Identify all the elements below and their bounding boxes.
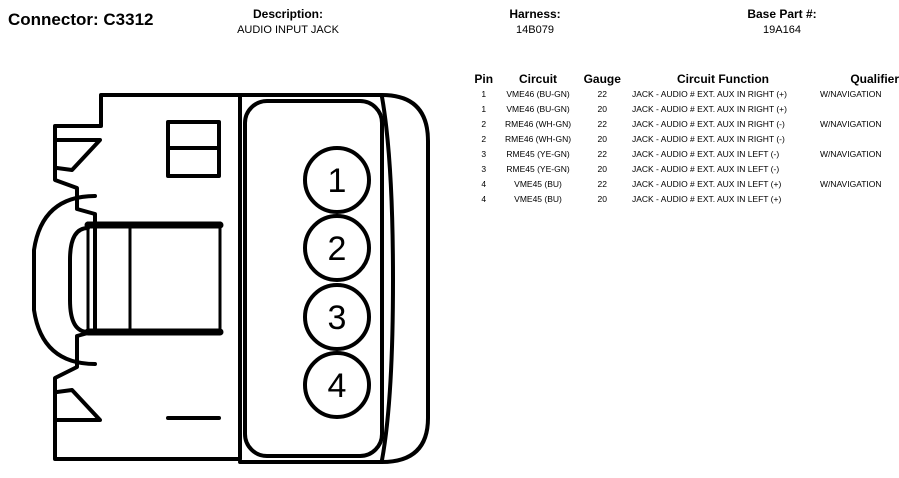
pin-table: Pin Circuit Gauge Circuit Function Quali… <box>470 72 899 207</box>
pin-4-label: 4 <box>328 367 347 405</box>
cell-circuit: VME46 (BU-GN) <box>506 104 570 114</box>
cell-function: JACK - AUDIO # EXT. AUX IN LEFT (-) <box>631 149 780 159</box>
pin-4-circle <box>303 351 371 419</box>
cell-gauge: 20 <box>597 134 607 144</box>
table-row: 2 RME46 (WH-GN) 22 JACK - AUDIO # EXT. AUX … <box>470 117 899 132</box>
header-pin: Pin <box>474 72 494 86</box>
cell-qualifier <box>820 192 899 207</box>
header-circuit: Circuit <box>519 72 558 86</box>
harness-block: Harness: 14B079 <box>475 7 595 38</box>
cell-function: JACK - AUDIO # EXT. AUX IN LEFT (-) <box>631 164 780 174</box>
cell-circuit: VME45 (BU) <box>514 194 562 204</box>
pin-3-label: 3 <box>328 299 347 337</box>
cell-gauge: 22 <box>597 119 607 129</box>
cell-qualifier <box>820 162 899 177</box>
table-row: 4 VME45 (BU) 20 JACK - AUDIO # EXT. AUX IN … <box>470 192 899 207</box>
latch-arc <box>32 194 97 366</box>
pin-2-circle <box>303 214 371 282</box>
table-row: 3 RME45 (YE-GN) 20 JACK - AUDIO # EXT. AUX … <box>470 162 899 177</box>
cell-pin: 4 <box>481 179 487 189</box>
cell-circuit: RME45 (YE-GN) <box>506 164 570 174</box>
harness-label: Harness: <box>509 7 561 21</box>
bottom-bevel <box>55 388 102 422</box>
pin-table-header-row: Pin Circuit Gauge Circuit Function Quali… <box>470 72 899 87</box>
cell-gauge: 22 <box>597 89 607 99</box>
cell-qualifier: W/NAVIGATION <box>820 179 882 189</box>
cell-pin: 2 <box>481 119 487 129</box>
table-row: 3 RME45 (YE-GN) 22 JACK - AUDIO # EXT. AUX … <box>470 147 899 162</box>
header-function: Circuit Function <box>676 72 769 86</box>
housing-outline <box>53 93 242 461</box>
cell-gauge: 20 <box>597 104 607 114</box>
table-row: 4 VME45 (BU) 22 JACK - AUDIO # EXT. AUX IN … <box>470 177 899 192</box>
cell-pin: 1 <box>481 89 487 99</box>
latch-arc-inner <box>68 226 90 334</box>
cell-qualifier: W/NAVIGATION <box>820 89 882 99</box>
cell-circuit: VME45 (BU) <box>514 179 562 189</box>
cell-circuit: RME45 (YE-GN) <box>506 149 570 159</box>
cell-circuit: VME46 (BU-GN) <box>506 89 570 99</box>
cell-function: JACK - AUDIO # EXT. AUX IN LEFT (+) <box>631 179 782 189</box>
cell-gauge: 22 <box>597 149 607 159</box>
cell-gauge: 20 <box>597 164 607 174</box>
base-part-block: Base Part #: 19A164 <box>722 7 842 38</box>
cell-function: JACK - AUDIO # EXT. AUX IN RIGHT (-) <box>631 119 785 129</box>
pin-3-circle <box>303 283 371 351</box>
cell-circuit: RME46 (WH-GN) <box>504 119 572 129</box>
table-row: 2 RME46 (WH-GN) 20 JACK - AUDIO # EXT. AUX … <box>470 132 899 147</box>
cell-qualifier <box>820 102 899 117</box>
cell-function: JACK - AUDIO # EXT. AUX IN RIGHT (+) <box>631 89 787 99</box>
cell-function: JACK - AUDIO # EXT. AUX IN RIGHT (-) <box>631 134 785 144</box>
cell-gauge: 22 <box>597 179 607 189</box>
cell-pin: 3 <box>481 164 487 174</box>
base-part-label: Base Part #: <box>747 7 817 21</box>
housing-cap-inner <box>380 95 395 462</box>
cell-qualifier: W/NAVIGATION <box>820 119 882 129</box>
cell-function: JACK - AUDIO # EXT. AUX IN RIGHT (+) <box>631 104 787 114</box>
cell-qualifier <box>820 132 899 147</box>
cell-pin: 3 <box>481 149 487 159</box>
face-panel <box>243 99 384 458</box>
cell-gauge: 20 <box>597 194 607 204</box>
housing-cap <box>238 93 430 464</box>
table-row: 1 VME46 (BU-GN) 20 JACK - AUDIO # EXT. AUX … <box>470 102 899 117</box>
harness-value: 14B079 <box>516 24 554 36</box>
description-value: AUDIO INPUT JACK <box>237 24 339 36</box>
header-gauge: Gauge <box>583 72 621 86</box>
latch-slot <box>86 221 222 335</box>
description-block: Description: AUDIO INPUT JACK <box>208 7 368 38</box>
connector-title: Connector: C3312 <box>8 10 154 29</box>
cell-pin: 4 <box>481 194 487 204</box>
pin-1-label: 1 <box>328 162 347 200</box>
cell-pin: 2 <box>481 134 487 144</box>
table-row: 1 VME46 (BU-GN) 22 JACK - AUDIO # EXT. AUX … <box>470 87 899 102</box>
pin-2-label: 2 <box>328 230 347 268</box>
pin-1-circle <box>303 146 371 214</box>
cell-pin: 1 <box>481 104 487 114</box>
cell-circuit: RME46 (WH-GN) <box>504 134 572 144</box>
top-bevel <box>55 138 102 172</box>
cell-qualifier: W/NAVIGATION <box>820 149 882 159</box>
header-qualifier: Qualifier <box>850 72 899 86</box>
cell-function: JACK - AUDIO # EXT. AUX IN LEFT (+) <box>631 194 782 204</box>
description-label: Description: <box>252 7 323 21</box>
base-part-value: 19A164 <box>763 24 801 36</box>
